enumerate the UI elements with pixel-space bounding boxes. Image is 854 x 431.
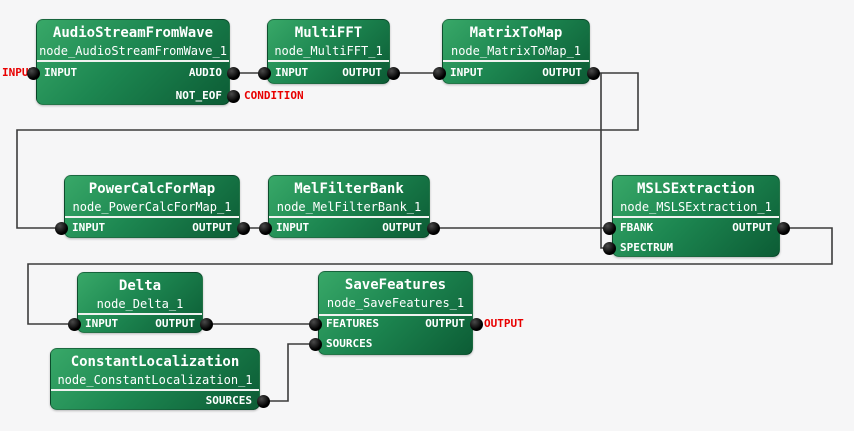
port-melfilterbank-input[interactable] — [258, 221, 272, 235]
node-subtitle: node_AudioStreamFromWave_1 — [39, 44, 227, 58]
node-title: MSLSExtraction — [636, 181, 755, 197]
node-subtitle: node_MSLSExtraction_1 — [620, 200, 772, 214]
node-header: MultiFFT node_MultiFFT_1 — [268, 20, 389, 62]
node-subtitle: node_MultiFFT_1 — [274, 44, 383, 58]
node-powercalcformap[interactable]: PowerCalcForMap node_PowerCalcForMap_1 — [64, 175, 240, 238]
port-label-output: OUTPUT — [342, 66, 382, 79]
port-delta-output[interactable] — [199, 317, 213, 331]
port-label-fbank: FBANK — [620, 221, 654, 234]
external-output-label: OUTPUT — [484, 317, 524, 330]
node-header: MSLSExtraction node_MSLSExtraction_1 — [613, 176, 779, 218]
port-matrixtomap-input[interactable] — [432, 66, 446, 80]
node-subtitle: node_MatrixToMap_1 — [450, 44, 582, 58]
node-matrixtomap[interactable]: MatrixToMap node_MatrixToMap_1 — [442, 19, 590, 84]
port-label-spectrum: SPECTRUM — [620, 241, 673, 254]
node-delta[interactable]: Delta node_Delta_1 — [77, 272, 203, 333]
wire-constloc-sources-to-savefeatures[interactable] — [263, 343, 315, 402]
port-audiostreamfromwave-not_eof[interactable] — [226, 89, 240, 103]
node-title: AudioStreamFromWave — [52, 25, 214, 41]
port-savefeatures-sources[interactable] — [308, 337, 322, 351]
node-header: MelFilterBank node_MelFilterBank_1 — [269, 176, 429, 218]
port-label-audio: AUDIO — [188, 66, 222, 79]
node-subtitle: node_PowerCalcForMap_1 — [72, 200, 232, 214]
node-subtitle: node_SaveFeatures_1 — [326, 296, 465, 310]
port-label-features: FEATURES — [326, 317, 379, 330]
port-label-input: INPUT — [276, 221, 310, 234]
node-header: PowerCalcForMap node_PowerCalcForMap_1 — [65, 176, 239, 218]
wire-msls-output-to-delta-input[interactable] — [27, 227, 833, 325]
port-constantlocalization-sources[interactable] — [256, 394, 270, 408]
node-title: MultiFFT — [294, 25, 363, 41]
port-label-input: INPUT — [275, 66, 309, 79]
node-multifft[interactable]: MultiFFT node_MultiFFT_1 — [267, 19, 390, 84]
port-label-input: INPUT — [450, 66, 484, 79]
port-multifft-input[interactable] — [257, 66, 271, 80]
port-label-output: OUTPUT — [192, 221, 232, 234]
port-audiostreamfromwave-input[interactable] — [26, 66, 40, 80]
port-label-output: OUTPUT — [542, 66, 582, 79]
port-savefeatures-features[interactable] — [308, 317, 322, 331]
port-mslsextraction-fbank[interactable] — [602, 221, 616, 235]
node-title: SaveFeatures — [344, 277, 447, 293]
external-condition-label: CONDITION — [244, 89, 304, 102]
port-delta-input[interactable] — [67, 317, 81, 331]
port-label-output: OUTPUT — [155, 317, 195, 330]
node-header: ConstantLocalization node_ConstantLocaliz… — [51, 349, 259, 391]
node-title: PowerCalcForMap — [88, 181, 216, 197]
port-powercalcformap-output[interactable] — [236, 221, 250, 235]
port-label-sources: SOURCES — [205, 394, 252, 407]
node-title: Delta — [118, 278, 162, 294]
wire-matrixtomap-output-to-powercalc[interactable] — [16, 72, 639, 229]
port-label-input: INPUT — [72, 221, 106, 234]
port-multifft-output[interactable] — [386, 66, 400, 80]
node-title: MatrixToMap — [469, 25, 563, 41]
node-title: ConstantLocalization — [70, 354, 240, 370]
node-header: MatrixToMap node_MatrixToMap_1 — [443, 20, 589, 62]
port-label-output: OUTPUT — [732, 221, 772, 234]
node-subtitle: node_ConstantLocalization_1 — [57, 373, 253, 387]
node-melfilterbank[interactable]: MelFilterBank node_MelFilterBank_1 — [268, 175, 430, 238]
port-audiostreamfromwave-audio[interactable] — [226, 66, 240, 80]
port-label-not_eof: NOT_EOF — [175, 89, 222, 102]
port-mslsextraction-output[interactable] — [776, 221, 790, 235]
port-savefeatures-output[interactable] — [469, 317, 483, 331]
node-subtitle: node_MelFilterBank_1 — [276, 200, 422, 214]
node-header: Delta node_Delta_1 — [78, 273, 202, 315]
node-title: MelFilterBank — [294, 181, 404, 197]
port-powercalcformap-input[interactable] — [54, 221, 68, 235]
port-label-output: OUTPUT — [425, 317, 465, 330]
port-label-sources: SOURCES — [326, 337, 373, 350]
port-matrixtomap-output[interactable] — [586, 66, 600, 80]
port-melfilterbank-output[interactable] — [426, 221, 440, 235]
node-savefeatures[interactable]: SaveFeatures node_SaveFeatures_1 — [318, 271, 473, 355]
port-label-input: INPUT — [44, 66, 78, 79]
port-mslsextraction-spectrum[interactable] — [602, 241, 616, 255]
port-label-input: INPUT — [85, 317, 119, 330]
node-constantlocalization[interactable]: ConstantLocalization node_ConstantLocaliz… — [50, 348, 260, 410]
port-label-output: OUTPUT — [382, 221, 422, 234]
node-header: SaveFeatures node_SaveFeatures_1 — [319, 272, 472, 316]
node-mslsextraction[interactable]: MSLSExtraction node_MSLSExtraction_1 — [612, 175, 780, 257]
node-header: AudioStreamFromWave node_AudioStreamFromW… — [37, 20, 229, 62]
node-subtitle: node_Delta_1 — [96, 297, 184, 311]
node-audiostreamfromwave[interactable]: AudioStreamFromWave node_AudioStreamFromW… — [36, 19, 230, 105]
